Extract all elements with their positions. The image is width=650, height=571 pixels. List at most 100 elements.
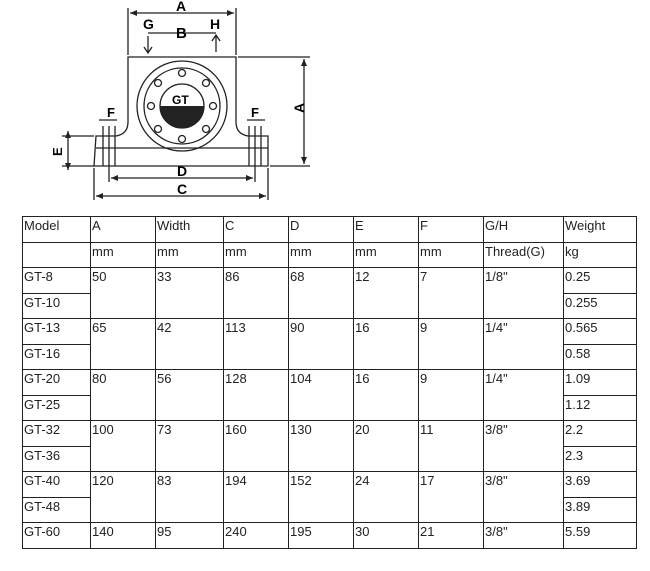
value-cell: 152: [288, 471, 354, 523]
unit-cell: mm: [288, 241, 354, 268]
value-cell: 3/8": [483, 420, 564, 472]
unit-cell: mm: [90, 241, 156, 268]
value-cell: 1/4": [483, 318, 564, 370]
value-cell: 160: [223, 420, 289, 472]
value-cell: 30: [353, 522, 419, 549]
model-cell: GT-25: [22, 394, 91, 421]
value-cell: 33: [155, 267, 224, 319]
value-cell: 130: [288, 420, 354, 472]
value-cell: 9: [418, 318, 484, 370]
value-cell: 3/8": [483, 471, 564, 523]
unit-cell: kg: [563, 241, 637, 268]
gt-logo: GT: [172, 93, 189, 107]
header-cell: C: [223, 216, 289, 243]
value-cell: 9: [418, 369, 484, 421]
model-cell: GT-32: [22, 420, 91, 447]
label-f-left: F: [107, 105, 115, 120]
value-cell: 194: [223, 471, 289, 523]
unit-cell: mm: [223, 241, 289, 268]
label-a-top: A: [176, 0, 186, 14]
vibrator-technical-drawing: A B G H A F F E D C GT: [50, 0, 310, 200]
label-c: C: [177, 181, 187, 197]
model-cell: GT-16: [22, 343, 91, 370]
header-cell: E: [353, 216, 419, 243]
value-cell: 50: [90, 267, 156, 319]
value-cell: 12: [353, 267, 419, 319]
weight-cell: 0.58: [563, 343, 637, 370]
label-a-right: A: [291, 103, 307, 113]
weight-cell: 1.09: [563, 369, 637, 396]
header-cell: G/H: [483, 216, 564, 243]
value-cell: 17: [418, 471, 484, 523]
value-cell: 140: [90, 522, 156, 549]
value-cell: 56: [155, 369, 224, 421]
weight-cell: 0.25: [563, 267, 637, 294]
value-cell: 240: [223, 522, 289, 549]
value-cell: 68: [288, 267, 354, 319]
value-cell: 104: [288, 369, 354, 421]
value-cell: 3/8": [483, 522, 564, 549]
weight-cell: 3.69: [563, 471, 637, 498]
weight-cell: 3.89: [563, 496, 637, 523]
label-h: H: [210, 16, 220, 32]
value-cell: 7: [418, 267, 484, 319]
weight-cell: 2.3: [563, 445, 637, 472]
value-cell: 11: [418, 420, 484, 472]
model-cell: GT-48: [22, 496, 91, 523]
header-cell: D: [288, 216, 354, 243]
header-cell: Weight: [563, 216, 637, 243]
value-cell: 100: [90, 420, 156, 472]
unit-cell: Thread(G): [483, 241, 564, 268]
value-cell: 16: [353, 318, 419, 370]
weight-cell: 5.59: [563, 522, 637, 549]
unit-cell: mm: [155, 241, 224, 268]
unit-cell: [22, 241, 91, 268]
weight-cell: 0.565: [563, 318, 637, 345]
label-d: D: [177, 163, 187, 179]
weight-cell: 1.12: [563, 394, 637, 421]
table-row: GT-48 3.89: [22, 496, 637, 523]
label-g: G: [143, 16, 154, 32]
value-cell: 90: [288, 318, 354, 370]
unit-cell: mm: [353, 241, 419, 268]
value-cell: 83: [155, 471, 224, 523]
value-cell: 16: [353, 369, 419, 421]
value-cell: 120: [90, 471, 156, 523]
label-b: B: [176, 25, 187, 42]
value-cell: 1/4": [483, 369, 564, 421]
label-f-right: F: [251, 105, 259, 120]
value-cell: 65: [90, 318, 156, 370]
header-cell: A: [90, 216, 156, 243]
value-cell: 128: [223, 369, 289, 421]
value-cell: 195: [288, 522, 354, 549]
model-cell: GT-20: [22, 369, 91, 396]
model-cell: GT-10: [22, 292, 91, 319]
model-cell: GT-8: [22, 267, 91, 294]
value-cell: 42: [155, 318, 224, 370]
value-cell: 86: [223, 267, 289, 319]
value-cell: 80: [90, 369, 156, 421]
value-cell: 1/8": [483, 267, 564, 319]
label-e: E: [50, 147, 65, 156]
value-cell: 95: [155, 522, 224, 549]
value-cell: 73: [155, 420, 224, 472]
model-cell: GT-36: [22, 445, 91, 472]
model-cell: GT-40: [22, 471, 91, 498]
header-cell: Model: [22, 216, 91, 243]
value-cell: 21: [418, 522, 484, 549]
model-cell: GT-60: [22, 522, 91, 549]
header-cell: F: [418, 216, 484, 243]
unit-cell: mm: [418, 241, 484, 268]
value-cell: 20: [353, 420, 419, 472]
weight-cell: 2.2: [563, 420, 637, 447]
